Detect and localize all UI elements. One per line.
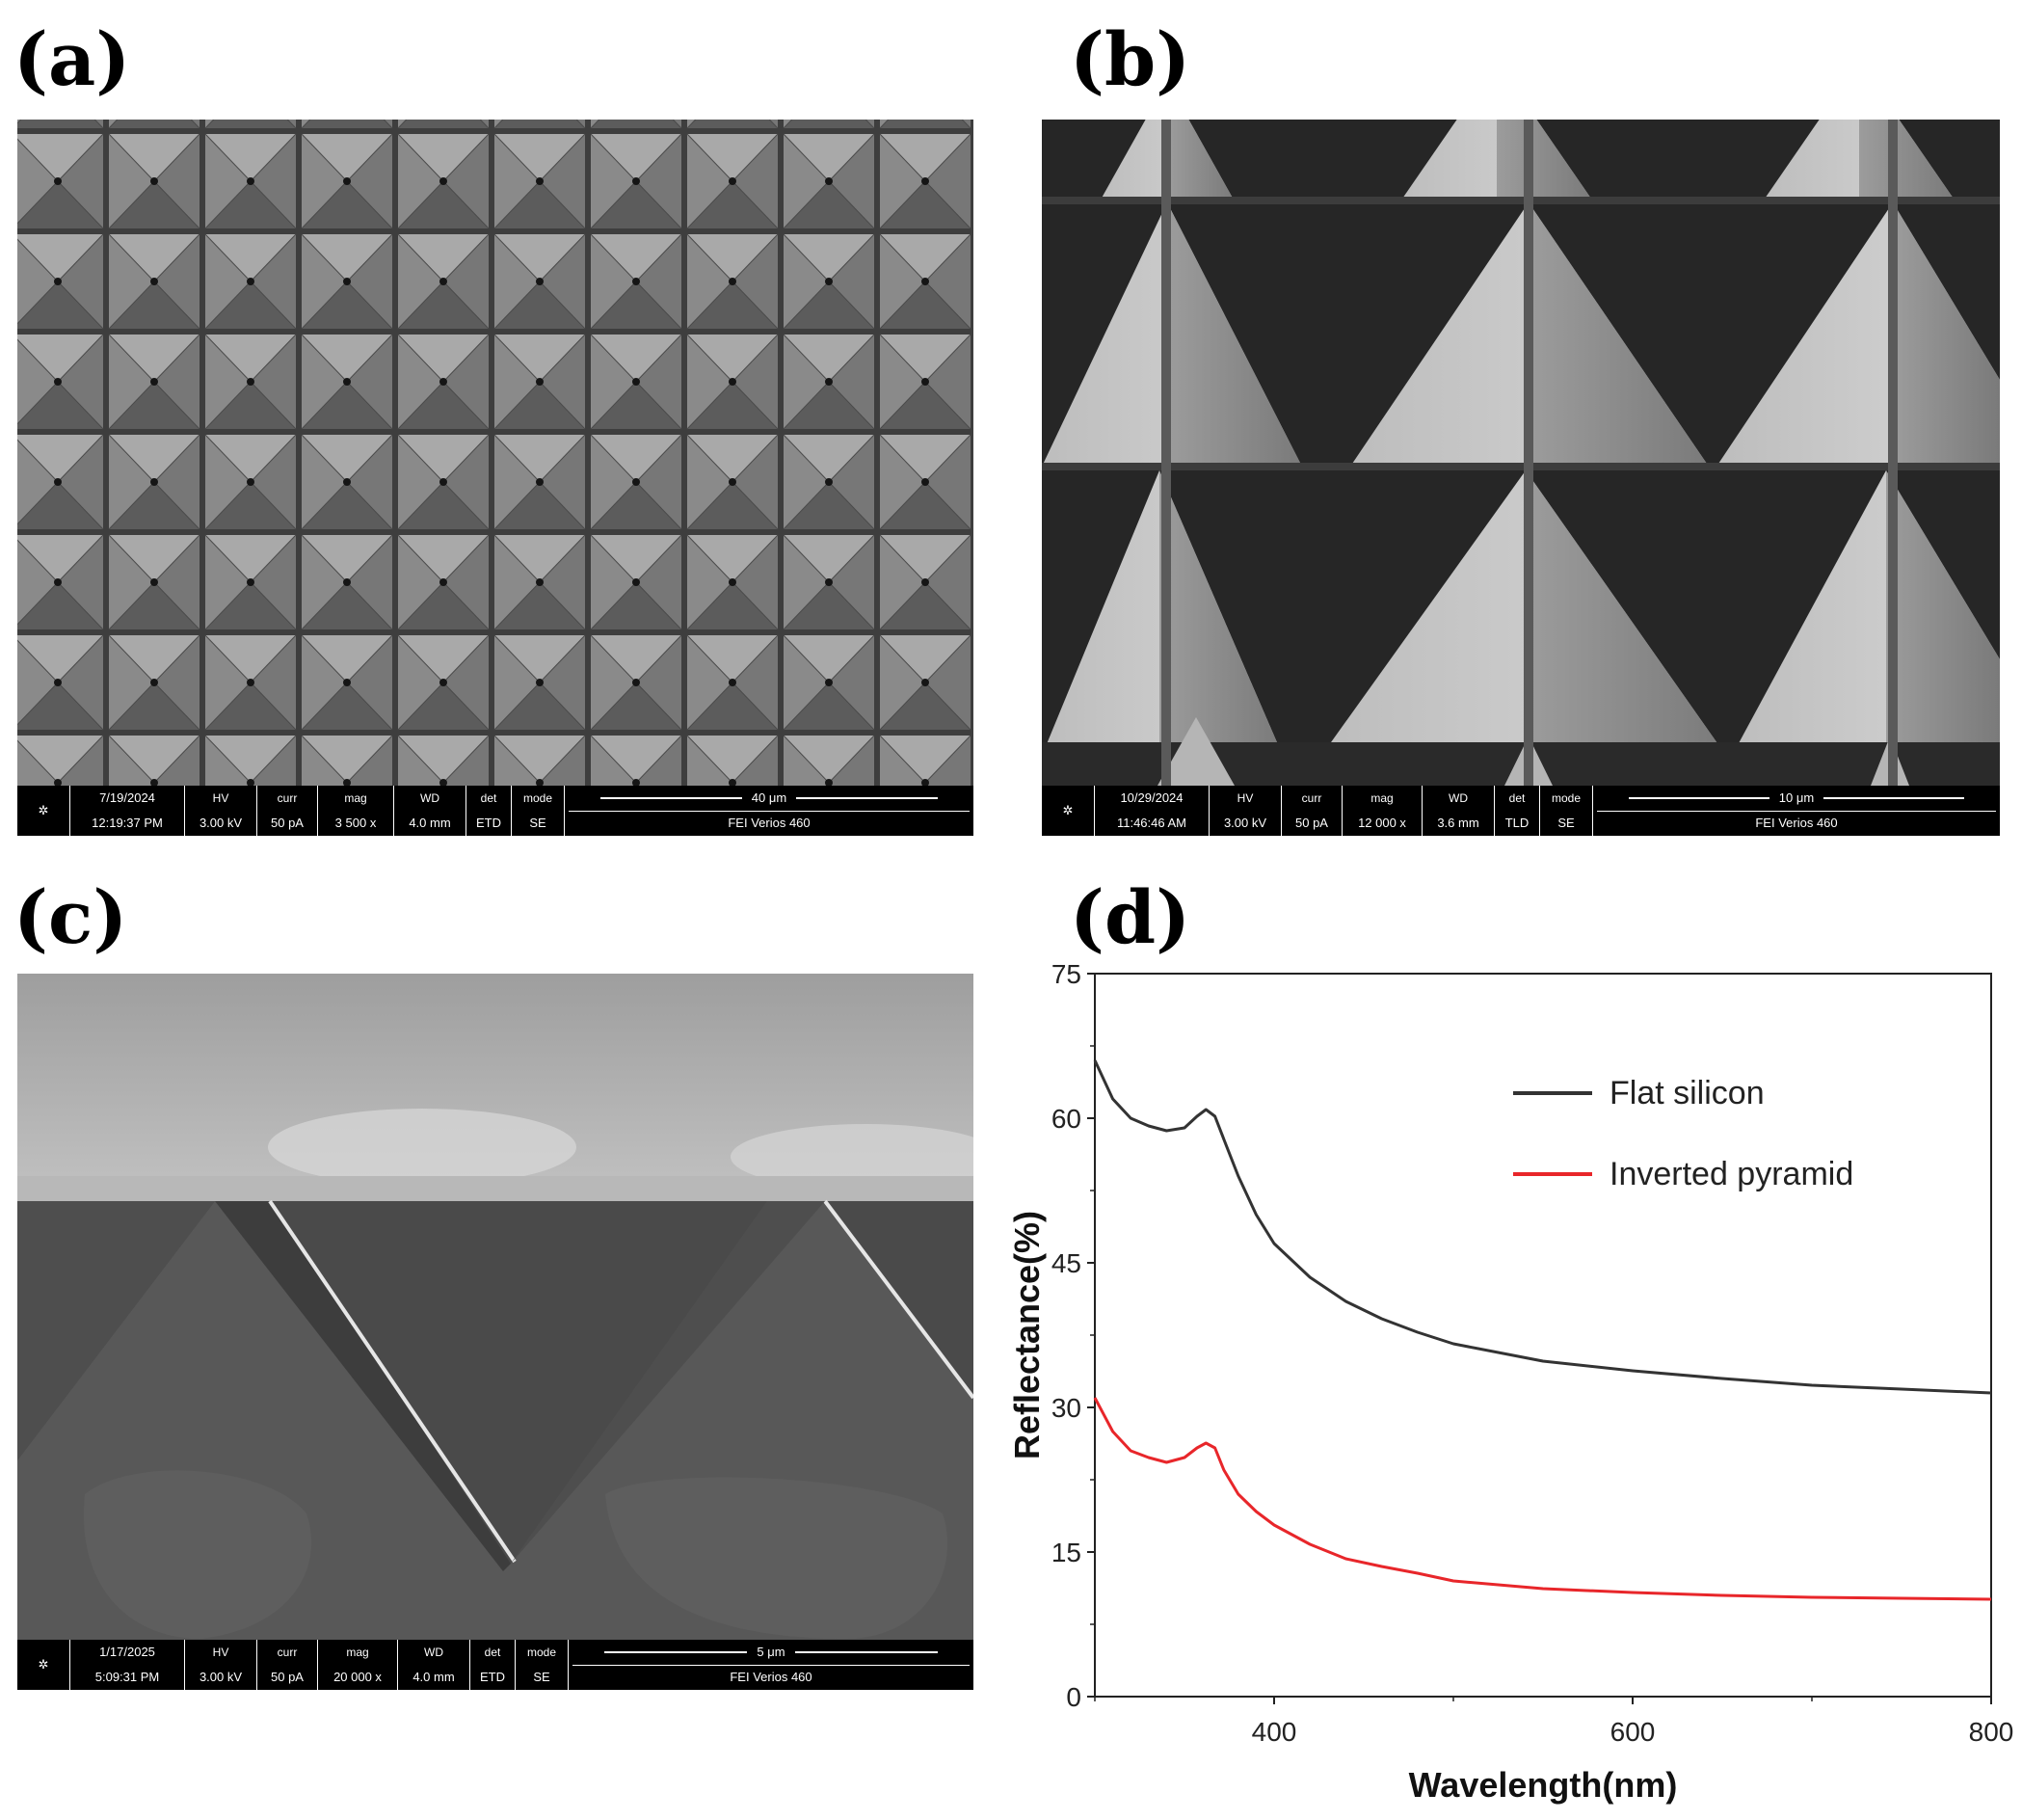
cross-section-image bbox=[17, 974, 973, 1640]
panel-d-label: (d) bbox=[1070, 874, 1191, 960]
scale-bar-a: 40 μm FEI Verios 460 bbox=[565, 786, 973, 836]
chart-svg: 0 15 30 45 60 75 400 600 800 Flat siliconInverte… bbox=[1007, 959, 2014, 1805]
x-tick-label: 800 bbox=[1969, 1717, 2014, 1747]
tilted-pyramid-image bbox=[1042, 120, 2000, 786]
fei-logo-icon: ✲ bbox=[1042, 786, 1095, 836]
legend-label-1: Inverted pyramid bbox=[1610, 1156, 1853, 1192]
inverted-pyramid-array-image bbox=[17, 120, 973, 786]
y-axis-label: Reflectance(%) bbox=[1007, 1211, 1047, 1459]
y-tick-label: 75 bbox=[1051, 959, 1081, 989]
scale-bar-c: 5 μm FEI Verios 460 bbox=[569, 1640, 973, 1690]
legend-label-0: Flat silicon bbox=[1610, 1075, 1765, 1111]
panel-c-label: (c) bbox=[13, 874, 128, 960]
fei-logo-icon: ✲ bbox=[17, 1640, 70, 1690]
series-line-1 bbox=[1093, 1397, 1992, 1601]
series-line-0 bbox=[1093, 1059, 1992, 1395]
y-tick-label: 0 bbox=[1066, 1682, 1081, 1712]
x-tick-label: 400 bbox=[1252, 1717, 1297, 1747]
panel-a-label: (a) bbox=[13, 16, 131, 102]
y-tick-label: 60 bbox=[1051, 1104, 1081, 1134]
scale-bar-b: 10 μm FEI Verios 460 bbox=[1593, 786, 2000, 836]
y-tick-label: 15 bbox=[1051, 1538, 1081, 1567]
fei-logo-icon: ✲ bbox=[17, 786, 70, 836]
y-tick-label: 30 bbox=[1051, 1393, 1081, 1423]
y-tick-label: 45 bbox=[1051, 1248, 1081, 1278]
x-tick-label: 600 bbox=[1610, 1717, 1656, 1747]
panel-b-label: (b) bbox=[1070, 16, 1191, 102]
x-axis-label: Wavelength(nm) bbox=[1409, 1765, 1678, 1805]
